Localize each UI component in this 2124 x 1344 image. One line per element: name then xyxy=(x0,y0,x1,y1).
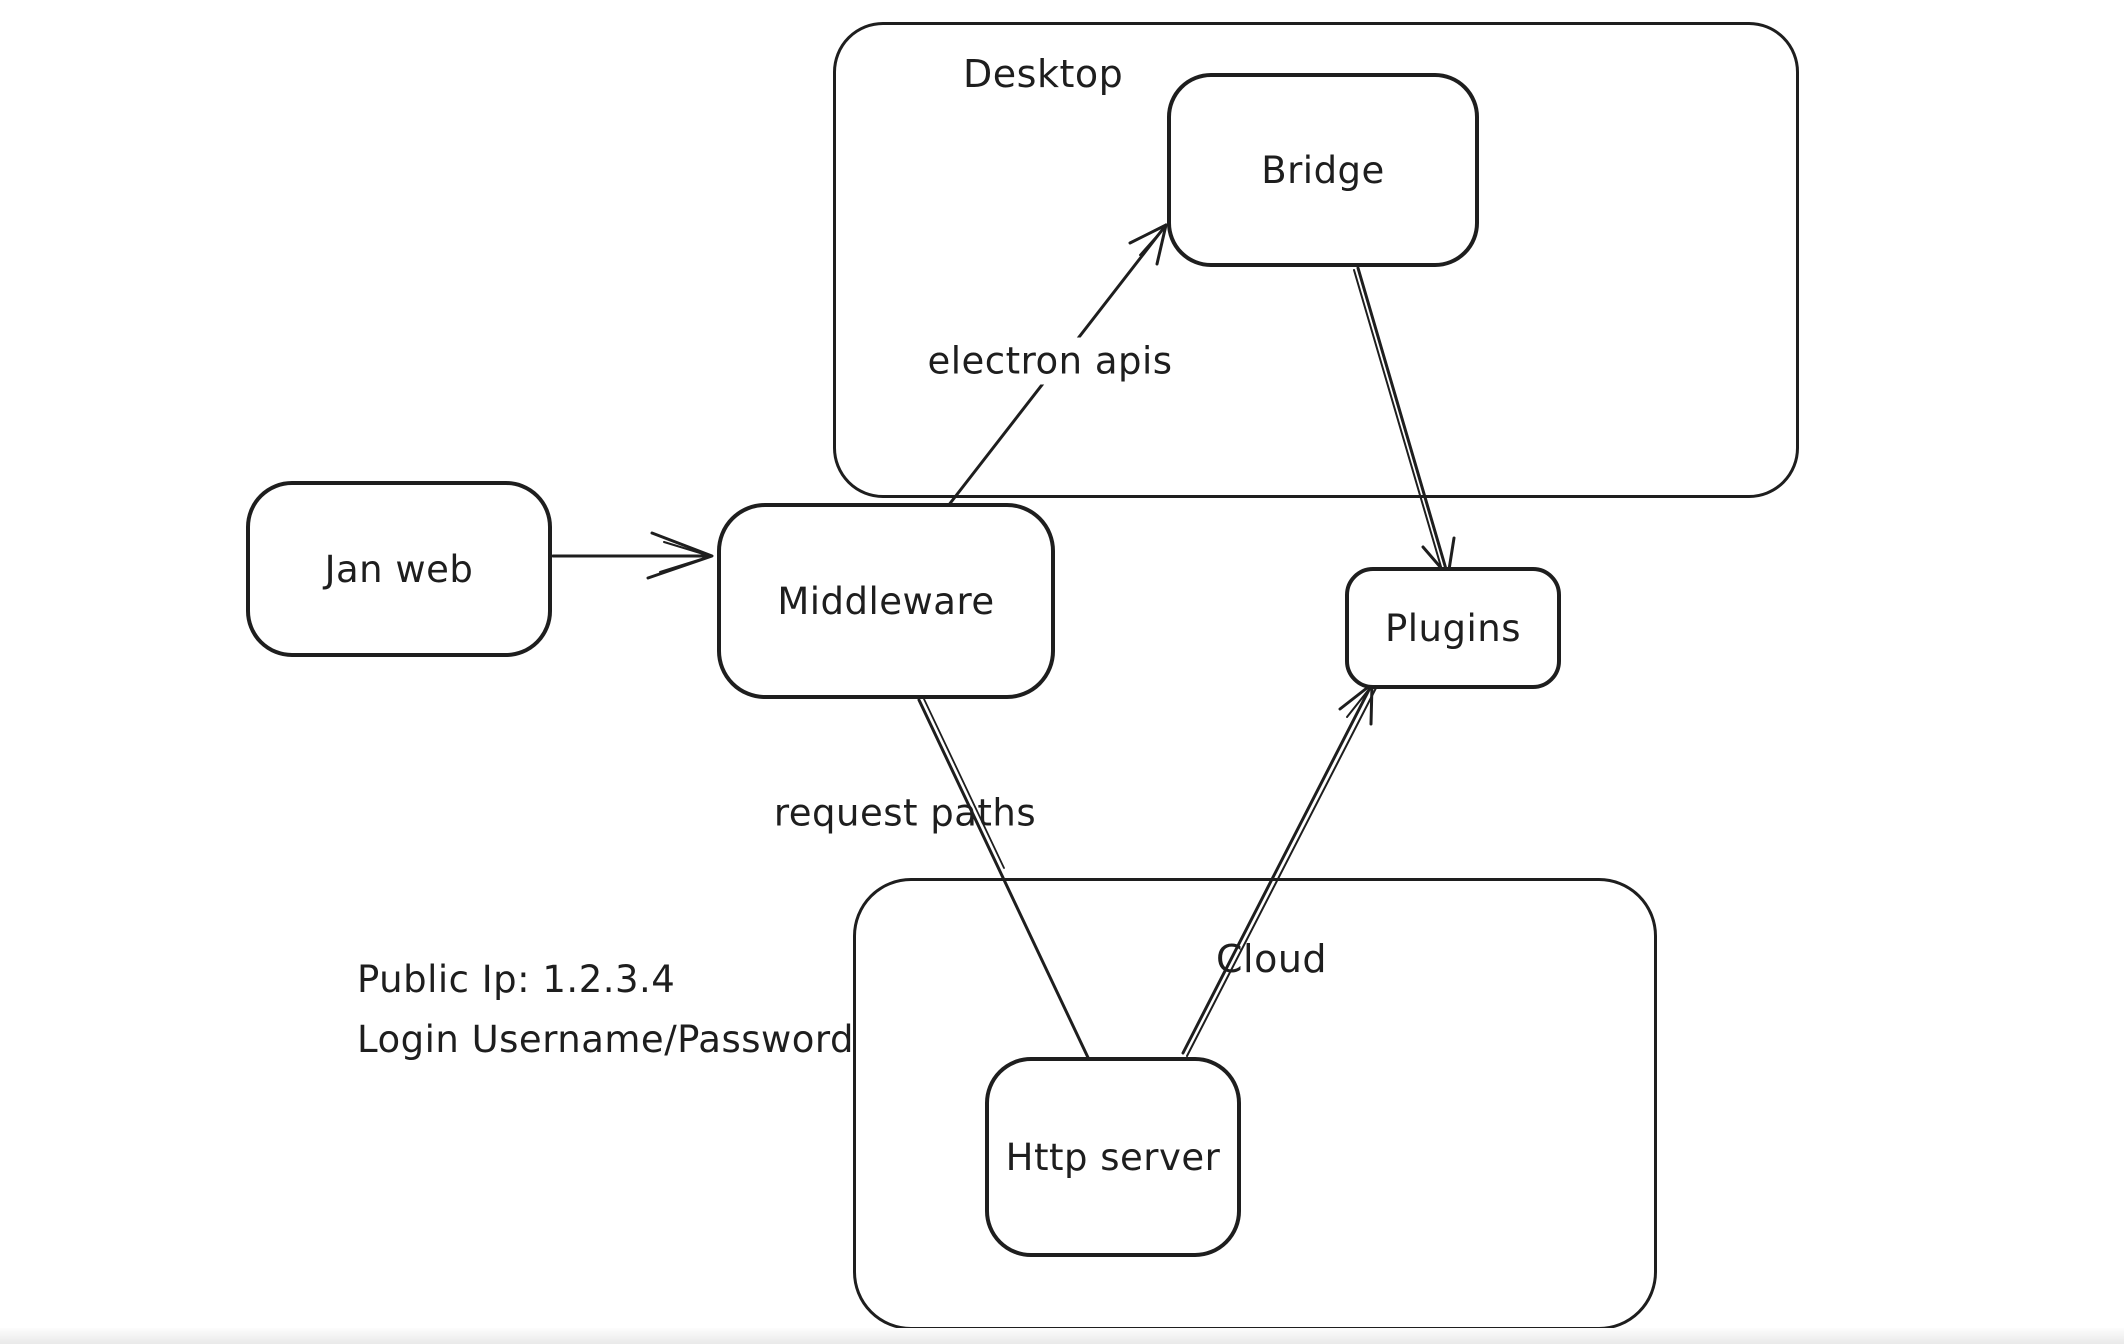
node-http-server[interactable]: Http server xyxy=(985,1057,1241,1257)
node-jan-web[interactable]: Jan web xyxy=(246,481,552,657)
arrow-line-sketch-stroke xyxy=(923,698,1005,869)
window-bottom-edge xyxy=(0,1328,2124,1344)
container-desktop-label[interactable]: Desktop xyxy=(963,52,1124,96)
container-desktop[interactable] xyxy=(833,22,1799,498)
node-http-server-label: Http server xyxy=(1005,1135,1221,1179)
arrow-middleware-httpserver[interactable] xyxy=(917,698,1094,1068)
node-jan-web-label: Jan web xyxy=(324,547,474,591)
arrowhead-sketch-stroke xyxy=(1346,687,1371,718)
arrow-janweb-middleware[interactable] xyxy=(551,531,714,580)
edge-label-request-paths[interactable]: request paths xyxy=(773,791,1037,835)
node-middleware-label: Middleware xyxy=(777,579,995,623)
node-plugins-label: Plugins xyxy=(1384,606,1522,650)
edge-label-electron-apis[interactable]: electron apis xyxy=(917,337,1183,385)
arrowhead-sketch-stroke xyxy=(659,541,711,573)
arrowhead-sketch-stroke xyxy=(1139,227,1165,256)
container-cloud-label[interactable]: Cloud xyxy=(1216,937,1328,981)
arrow-line[interactable] xyxy=(1181,682,1374,1055)
arrow-line-sketch-stroke xyxy=(1186,687,1377,1057)
annotation-login-credentials[interactable]: Login Username/Password xyxy=(357,1018,854,1061)
arrow-line-sketch-stroke xyxy=(1353,269,1445,578)
node-plugins[interactable]: Plugins xyxy=(1345,567,1561,689)
arrow-line[interactable] xyxy=(1356,266,1450,578)
arrow-line[interactable] xyxy=(917,698,1094,1068)
node-bridge-label: Bridge xyxy=(1261,148,1385,192)
arrowhead xyxy=(1128,223,1168,266)
arrowhead xyxy=(646,531,714,580)
annotation-public-ip[interactable]: Public Ip: 1.2.3.4 xyxy=(357,958,676,1001)
node-bridge[interactable]: Bridge xyxy=(1167,73,1479,267)
node-middleware[interactable]: Middleware xyxy=(717,503,1055,699)
